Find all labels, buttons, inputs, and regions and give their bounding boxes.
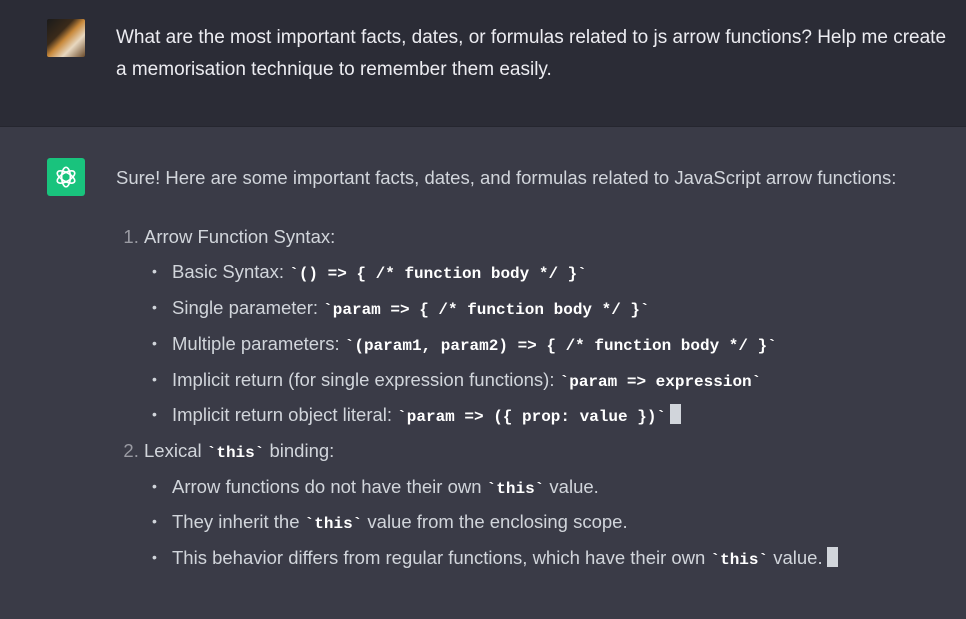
text: Lexical [144,439,207,461]
bullet-item: This behavior differs from regular funct… [152,540,961,576]
inline-code: `this` [710,551,769,570]
user-message-row: What are the most important facts, dates… [0,0,966,127]
inline-code: `param => expression` [559,372,762,391]
bullet-item: Arrow functions do not have their own `t… [152,469,961,505]
inline-code: `this` [206,443,265,462]
user-message-text: What are the most important facts, dates… [116,27,947,80]
text: Arrow Function Syntax: [144,225,336,247]
bullet-item: Multiple parameters: `(param1, param2) =… [152,326,961,362]
section-title: Arrow Function Syntax: [144,226,335,247]
chatgpt-logo-icon [47,158,85,196]
section-title: Lexical `this` binding: [144,440,334,461]
text: Multiple parameters: [172,332,345,354]
bullet-item: Implicit return object literal: `param =… [152,397,961,433]
inline-code: `param => ({ prop: value })` [397,408,667,427]
text: Arrow functions do not have their own [172,475,487,497]
bullet-item: Implicit return (for single expression f… [152,362,961,398]
text: Basic Syntax: [172,261,290,283]
inline-code: `this` [304,515,363,534]
text: value from the enclosing scope. [362,511,628,533]
bullet-list: Basic Syntax: `() => { /* function body … [144,254,961,433]
section-item: Arrow Function Syntax: Basic Syntax: `() … [144,219,961,433]
inline-code: `() => { /* function body */ }` [289,265,587,284]
typing-cursor [826,547,838,568]
text: Implicit return (for single expression f… [172,368,560,390]
assistant-message: Sure! Here are some important facts, dat… [116,160,961,576]
typing-cursor [670,404,682,425]
bullet-item: They inherit the `this` value from the e… [152,504,961,540]
text: value. [544,475,599,497]
text: They inherit the [172,511,305,533]
inline-code: `(param1, param2) => { /* function body … [344,336,777,355]
bullet-item: Single parameter: `param => { /* functio… [152,290,961,326]
bullet-list: Arrow functions do not have their own `t… [144,469,961,576]
text: Implicit return object literal: [172,404,398,426]
text: binding: [264,439,335,461]
assistant-intro: Sure! Here are some important facts, dat… [116,167,897,188]
user-avatar [47,19,85,57]
text: Single parameter: [172,297,324,319]
inline-code: `param => { /* function body */ }` [323,301,650,320]
text: value. [768,547,823,569]
bullet-item: Basic Syntax: `() => { /* function body … [152,254,961,290]
sections-list: Arrow Function Syntax: Basic Syntax: `() … [116,219,961,576]
section-item: Lexical `this` binding: Arrow functions d… [144,433,961,576]
text: This behavior differs from regular funct… [172,547,711,569]
inline-code: `this` [486,479,545,498]
